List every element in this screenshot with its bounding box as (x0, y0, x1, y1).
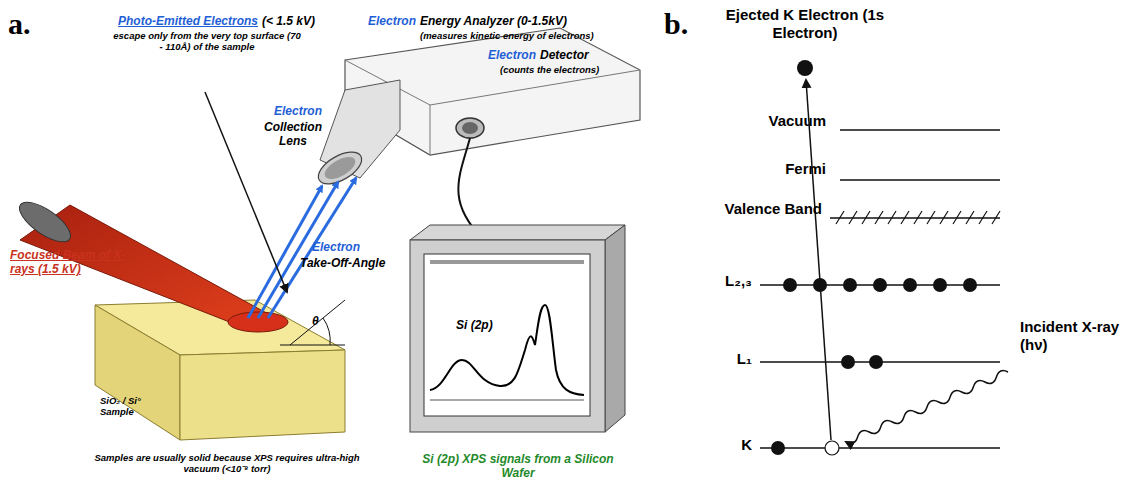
part-label: Electron (368, 14, 416, 28)
level-label: Vacuum (768, 112, 826, 130)
part-label: Focused Beam of X-rays (1.5 kV) (10, 248, 140, 277)
part-note: (measures kinetic energy of electrons) (420, 30, 594, 41)
callout-note: escape only from the very top surface (7… (112, 30, 302, 53)
level-label: Valence Band (724, 200, 822, 218)
part-label: Electron (312, 240, 360, 254)
level-label: Incident X-ray (hν) (1020, 318, 1120, 354)
callout-title: Photo-Emitted Electrons (118, 14, 258, 28)
part-label: Take-Off-Angle (300, 256, 385, 270)
part-label: Electron (274, 104, 322, 118)
part-note: (counts the electrons) (500, 64, 599, 75)
panel-letter: b. (664, 6, 688, 42)
peak-label: Si (2p) (456, 318, 493, 332)
level-label: Fermi (785, 160, 826, 178)
level-label: Ejected K Electron (1s Electron) (720, 6, 890, 42)
panel-letter: a. (8, 6, 31, 42)
level-label: L₂,₃ (725, 272, 752, 290)
part-label: Collection Lens (262, 120, 324, 149)
part-label: Detector (540, 48, 589, 62)
note: Samples are usually solid because XPS re… (92, 452, 362, 475)
angle-symbol: θ (312, 314, 319, 328)
part-label: SiO₂ / Si° Sample (100, 395, 172, 418)
level-label: K (741, 436, 752, 454)
callout-value: (< 1.5 kV) (262, 14, 315, 28)
part-label: Energy Analyzer (0-1.5kV) (420, 14, 567, 28)
note: Si (2p) XPS signals from a Silicon Wafer (418, 452, 618, 481)
level-label: L₁ (737, 350, 752, 368)
part-label: Electron (488, 48, 536, 62)
